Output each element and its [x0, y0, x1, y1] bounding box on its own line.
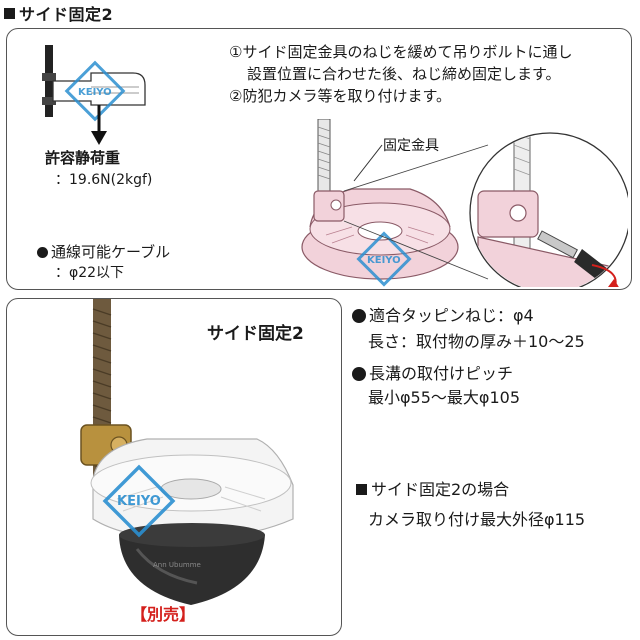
cable-label-row: 通線可能ケーブル: [37, 241, 170, 263]
bracket-schematic-illustration: KEIYO: [42, 45, 146, 145]
bullet-icon: [352, 367, 366, 381]
step2-text: ②防犯カメラ等を取り付けます。: [229, 87, 451, 105]
square-bullet-icon: [4, 7, 15, 19]
bracket-label: 固定金具: [383, 138, 439, 154]
product-photo-panel: Ann Ubumme KEIYO サイド固定2 【別売】: [6, 298, 342, 636]
sold-separately-label: 【別売】: [131, 605, 196, 624]
svg-text:KEIYO: KEIYO: [78, 87, 112, 98]
keiyo-logo-icon: [64, 60, 126, 122]
case-title: サイド固定2の場合: [371, 480, 510, 499]
svg-text:KEIYO: KEIYO: [367, 255, 401, 266]
case-title-row: サイド固定2の場合: [356, 478, 509, 502]
cable-label: 通線可能ケーブル: [51, 243, 171, 261]
keiyo-logo-icon: [102, 464, 176, 538]
assembly-illustration: KEIYO: [301, 119, 628, 287]
bullet-icon: [352, 309, 366, 323]
step1-line2: 設置位置に合わせた後、ねじ締め固定します。: [247, 65, 561, 83]
pitch-line2: 最小φ55〜最大φ105: [368, 388, 521, 407]
step1-line1: ①サイド固定金具のねじを緩めて吊りボルトに通し: [229, 43, 573, 61]
load-value: ：19.6N(2kgf): [55, 172, 153, 188]
camera-brand-text: Ann Ubumme: [153, 561, 201, 569]
cable-value: ：φ22以下: [55, 265, 125, 281]
screw-spec-row: 適合タッピンねじ：φ4: [352, 304, 534, 328]
product-photo-illustration: Ann Ubumme KEIYO: [80, 299, 294, 605]
section-header: サイド固定2: [4, 2, 113, 24]
photo-title: サイド固定2: [207, 324, 304, 344]
pitch-line1: 長溝の取付けピッチ: [369, 364, 514, 383]
load-label: 許容静荷重: [45, 149, 121, 167]
section-title: サイド固定2: [19, 5, 114, 24]
rotate-arrow-icon: [608, 279, 619, 287]
bullet-icon: [37, 247, 48, 258]
square-bullet-icon: [356, 484, 367, 495]
case-line: カメラ取り付け最大外径φ115: [368, 510, 586, 529]
keiyo-logo-text: KEIYO: [117, 494, 161, 509]
screw-line1: 適合タッピンねじ：φ4: [369, 306, 534, 325]
screw-line2: 長さ：取付物の厚み＋10〜25: [368, 332, 585, 351]
pitch-spec-row: 長溝の取付けピッチ: [352, 362, 513, 386]
installation-diagram-panel: KEIYO 許容静荷重 ：19.6N(2kgf) 通線可能ケーブル ：φ22以下…: [6, 28, 632, 290]
